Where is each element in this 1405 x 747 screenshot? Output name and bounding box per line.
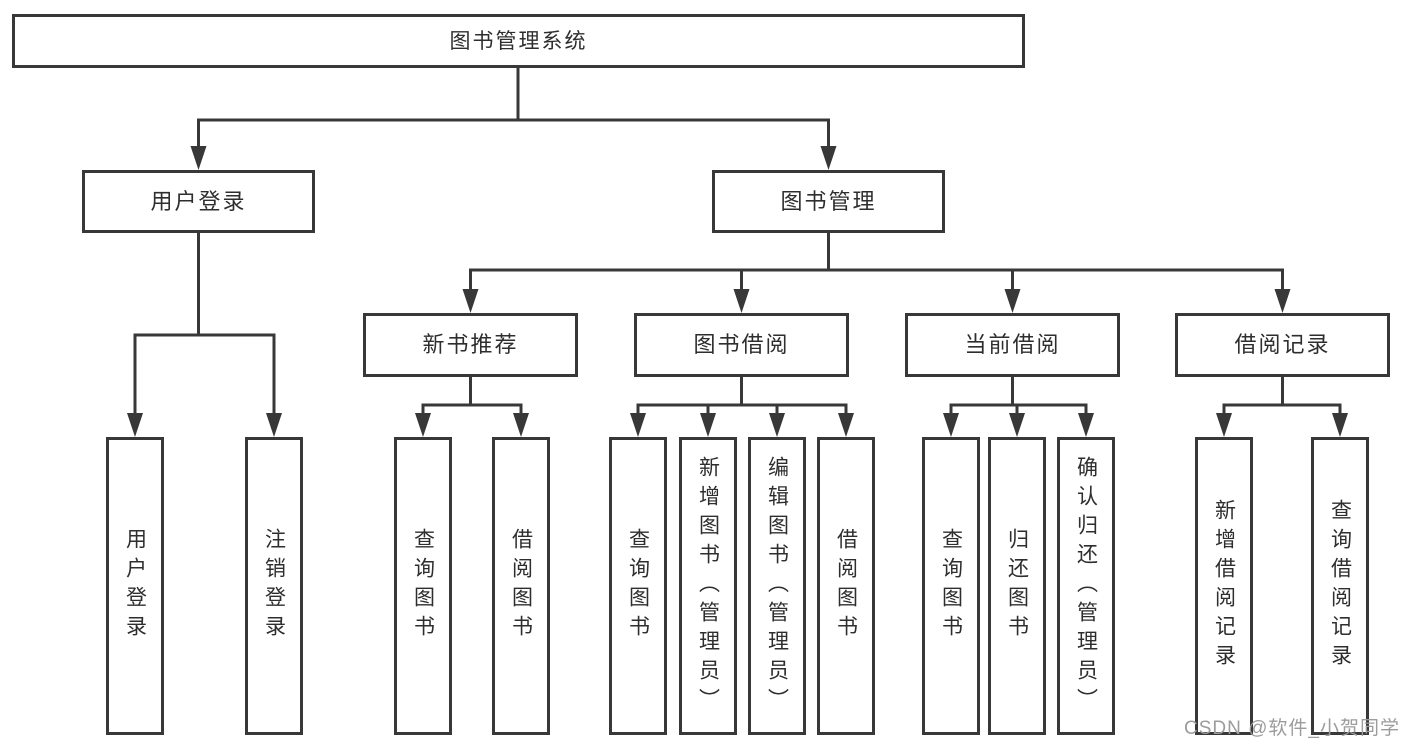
leaf-label: 查询借阅记录 bbox=[1328, 499, 1352, 673]
node-label: 当前借阅 bbox=[964, 332, 1061, 357]
csdn-watermark: CSDN @软件_小贺同学 bbox=[1184, 718, 1400, 739]
leaf-add-borrow-record: 新增借阅记录 bbox=[1195, 437, 1253, 735]
leaf-label: 新增图书（管理员） bbox=[696, 455, 720, 717]
leaf-query-book: 查询图书 bbox=[609, 437, 667, 735]
node-label: 图书管理 bbox=[780, 188, 877, 214]
leaf-label: 编辑图书（管理员） bbox=[765, 455, 789, 717]
leaf-query-borrow-record: 查询借阅记录 bbox=[1311, 437, 1369, 735]
leaf-logout: 注销登录 bbox=[245, 437, 303, 735]
leaf-borrow-book: 借阅图书 bbox=[492, 437, 550, 735]
node-label: 图书借阅 bbox=[693, 332, 790, 357]
node-new-book-recommend: 新书推荐 bbox=[363, 313, 578, 377]
leaf-label: 注销登录 bbox=[262, 528, 286, 644]
node-label: 新书推荐 bbox=[422, 332, 519, 357]
node-label: 借阅记录 bbox=[1234, 332, 1331, 357]
leaf-query-book: 查询图书 bbox=[394, 437, 452, 735]
leaf-return-book: 归还图书 bbox=[988, 437, 1046, 735]
node-borrow-records: 借阅记录 bbox=[1175, 313, 1390, 377]
node-current-borrow: 当前借阅 bbox=[905, 313, 1120, 377]
node-label: 图书管理系统 bbox=[449, 29, 588, 53]
leaf-query-book: 查询图书 bbox=[922, 437, 980, 735]
leaf-label: 用户登录 bbox=[123, 528, 147, 644]
leaf-label: 借阅图书 bbox=[509, 528, 533, 644]
node-user-login: 用户登录 bbox=[82, 170, 315, 233]
leaf-label: 归还图书 bbox=[1005, 528, 1029, 644]
leaf-confirm-return-admin: 确认归还（管理员） bbox=[1057, 437, 1115, 735]
leaf-add-book-admin: 新增图书（管理员） bbox=[679, 437, 737, 735]
leaf-label: 新增借阅记录 bbox=[1212, 499, 1236, 673]
leaf-label: 查询图书 bbox=[939, 528, 963, 644]
leaf-label: 查询图书 bbox=[411, 528, 435, 644]
node-book-borrow: 图书借阅 bbox=[634, 313, 849, 377]
leaf-borrow-book: 借阅图书 bbox=[817, 437, 875, 735]
node-label: 用户登录 bbox=[150, 188, 247, 214]
leaf-label: 确认归还（管理员） bbox=[1074, 455, 1098, 717]
leaf-edit-book-admin: 编辑图书（管理员） bbox=[748, 437, 806, 735]
leaf-label: 借阅图书 bbox=[834, 528, 858, 644]
leaf-user-login: 用户登录 bbox=[106, 437, 164, 735]
leaf-label: 查询图书 bbox=[626, 528, 650, 644]
node-root: 图书管理系统 bbox=[12, 14, 1025, 68]
node-book-management: 图书管理 bbox=[712, 170, 945, 233]
